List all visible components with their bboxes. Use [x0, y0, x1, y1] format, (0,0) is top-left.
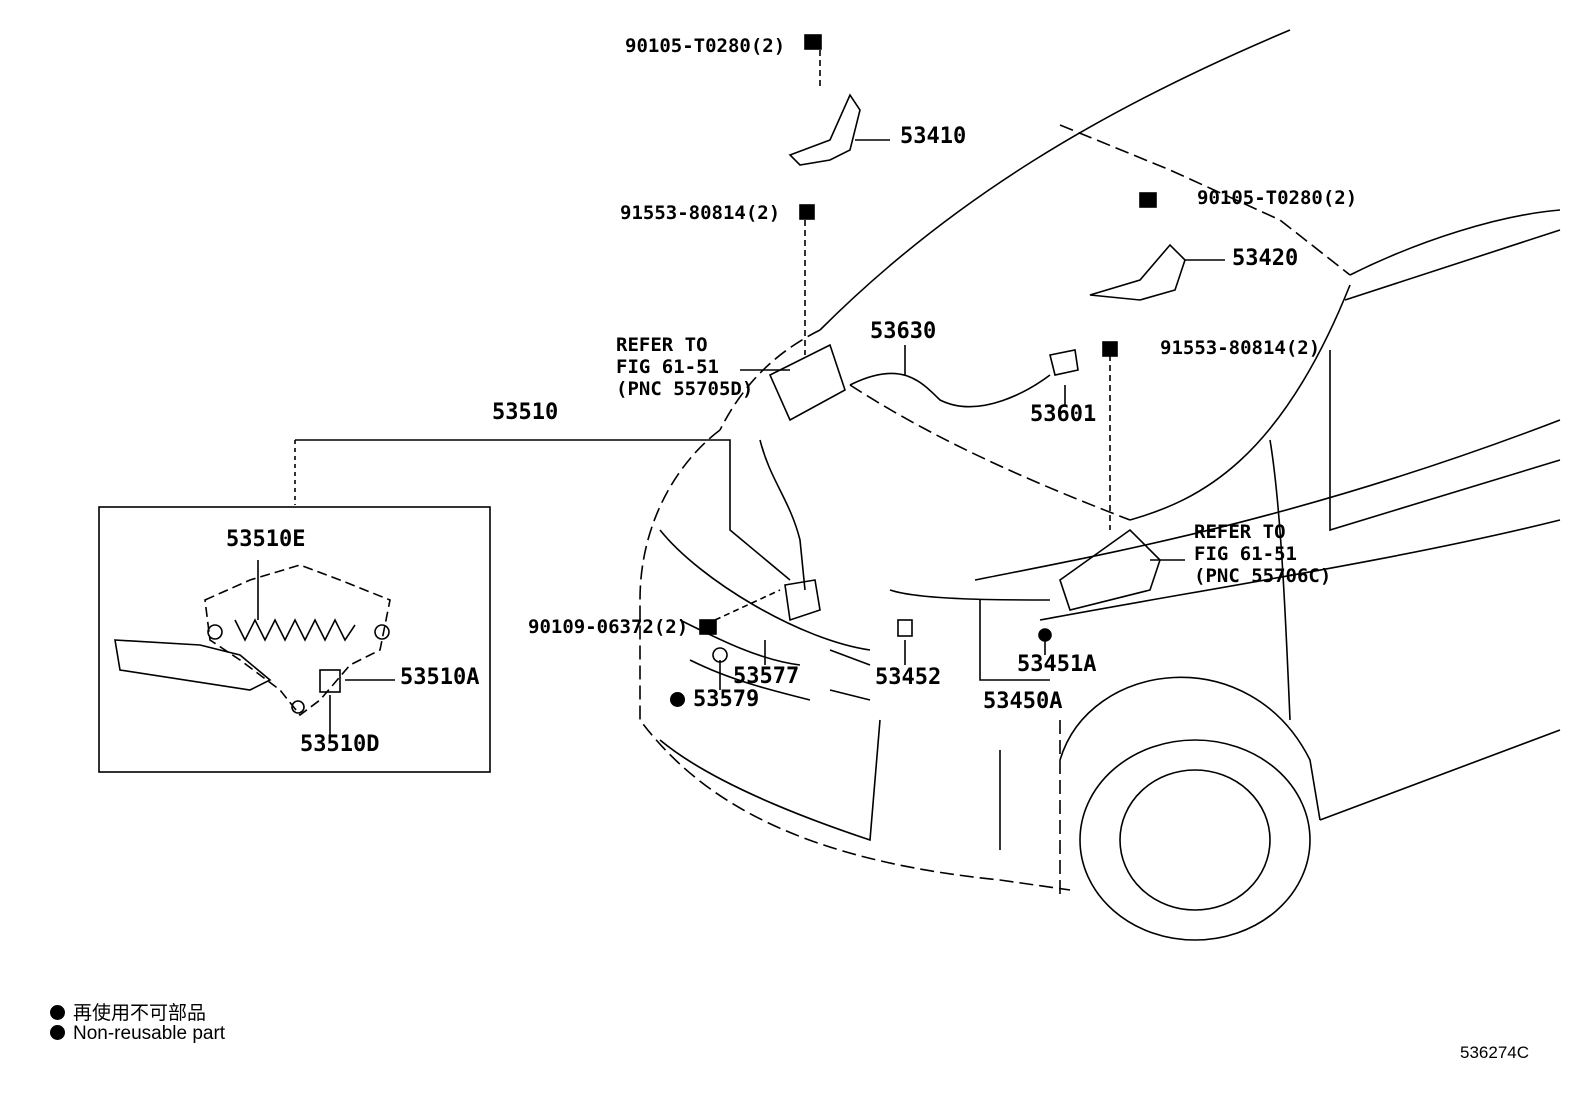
latch-hole-right	[374, 624, 390, 640]
spring-53510E	[234, 618, 356, 642]
label-53510D: 53510D	[300, 732, 380, 757]
refer-right-line2: FIG 61-51	[1194, 543, 1297, 565]
bolt-91553-left	[799, 204, 815, 220]
legend-english: Non-reusable part	[50, 1023, 225, 1045]
label-90105-top: 90105-T0280(2)	[625, 35, 786, 57]
latch-hole-bottom	[291, 700, 305, 714]
legend-dot-icon	[50, 1025, 65, 1040]
label-53452: 53452	[875, 665, 942, 690]
grille-slat-3	[829, 649, 871, 666]
label-53579-text: 53579	[693, 687, 760, 712]
clip-53452	[897, 619, 913, 637]
label-90109: 90109-06372(2)	[528, 616, 689, 638]
hood-lock-53601	[1049, 349, 1079, 376]
hinge-53410	[788, 93, 861, 166]
label-53630: 53630	[870, 319, 937, 344]
bolt-90109	[699, 619, 717, 635]
label-53510: 53510	[492, 400, 559, 425]
detail-box	[98, 506, 491, 773]
bolt-90105-top	[804, 34, 822, 50]
latch-body	[204, 564, 391, 717]
label-53451A: 53451A	[1017, 652, 1097, 677]
label-91553-left: 91553-80814(2)	[620, 202, 781, 224]
hood-hinge-left-body	[768, 343, 846, 422]
side-window-2	[1344, 229, 1561, 301]
legend-japanese: 再使用不可部品	[50, 998, 206, 1025]
front-face-outline	[639, 429, 1071, 891]
bolt-90105-right	[1139, 192, 1157, 208]
label-91553-right: 91553-80814(2)	[1160, 337, 1321, 359]
hood-release-cable	[849, 372, 1051, 408]
label-53577: 53577	[733, 664, 800, 689]
latch-plate	[114, 639, 272, 691]
label-53510E: 53510E	[226, 527, 306, 552]
latch-hole-left	[207, 624, 223, 640]
wheel-arch	[1059, 676, 1321, 821]
front-wheel-inner	[1119, 769, 1271, 911]
bumper-lower	[659, 719, 881, 842]
grille-slat-1	[679, 619, 801, 666]
hood-front-edge	[719, 329, 821, 431]
hood-side-line	[1129, 284, 1351, 521]
bolt-91553-right	[1102, 341, 1118, 357]
leader-53510	[295, 439, 791, 581]
hood-hinge-right-body	[1059, 528, 1161, 611]
hood-support-rod	[889, 589, 1051, 601]
latch-pin-53510A	[319, 669, 341, 693]
front-wheel	[1079, 739, 1311, 941]
label-53450A: 53450A	[983, 689, 1063, 714]
windshield-edge-dashed	[1059, 124, 1351, 276]
label-53410: 53410	[900, 124, 967, 149]
legend-japanese-text: 再使用不可部品	[73, 1003, 207, 1024]
refer-right-line1: REFER TO	[1194, 521, 1286, 543]
refer-right-line3: (PNC 55706C)	[1194, 565, 1332, 587]
seal-53579	[712, 647, 728, 663]
lock-cable	[759, 439, 806, 591]
front-pillar	[1269, 439, 1291, 721]
legend-dot-icon	[50, 1005, 65, 1020]
refer-left-line3: (PNC 55705D)	[616, 378, 754, 400]
grommet-53451A	[1038, 628, 1052, 642]
side-window	[1329, 350, 1561, 532]
body-side-line	[974, 419, 1561, 581]
figure-code: 536274C	[1460, 1043, 1530, 1062]
refer-left-line2: FIG 61-51	[616, 356, 719, 378]
roof-line	[1349, 209, 1561, 276]
non-reusable-marker	[670, 692, 685, 707]
grille-slat-2	[689, 659, 811, 701]
label-90105-right: 90105-T0280(2)	[1197, 187, 1358, 209]
leader-53450A	[979, 600, 1050, 681]
label-53579: 53579	[670, 687, 760, 712]
lock-assembly	[784, 579, 821, 622]
rocker-line	[1319, 729, 1561, 821]
body-side-line-2	[1039, 519, 1561, 621]
grille-slat-4	[829, 689, 871, 701]
grille-outline	[659, 529, 871, 651]
refer-left-line1: REFER TO	[616, 334, 708, 356]
label-53601: 53601	[1030, 402, 1097, 427]
windshield-outline	[819, 29, 1291, 331]
install-line-90109	[714, 589, 781, 621]
label-53420: 53420	[1232, 246, 1299, 271]
label-53510A: 53510A	[400, 665, 480, 690]
legend-english-text: Non-reusable part	[73, 1023, 226, 1044]
hood-rear-edge	[849, 384, 1131, 521]
hinge-53420	[1089, 243, 1186, 301]
